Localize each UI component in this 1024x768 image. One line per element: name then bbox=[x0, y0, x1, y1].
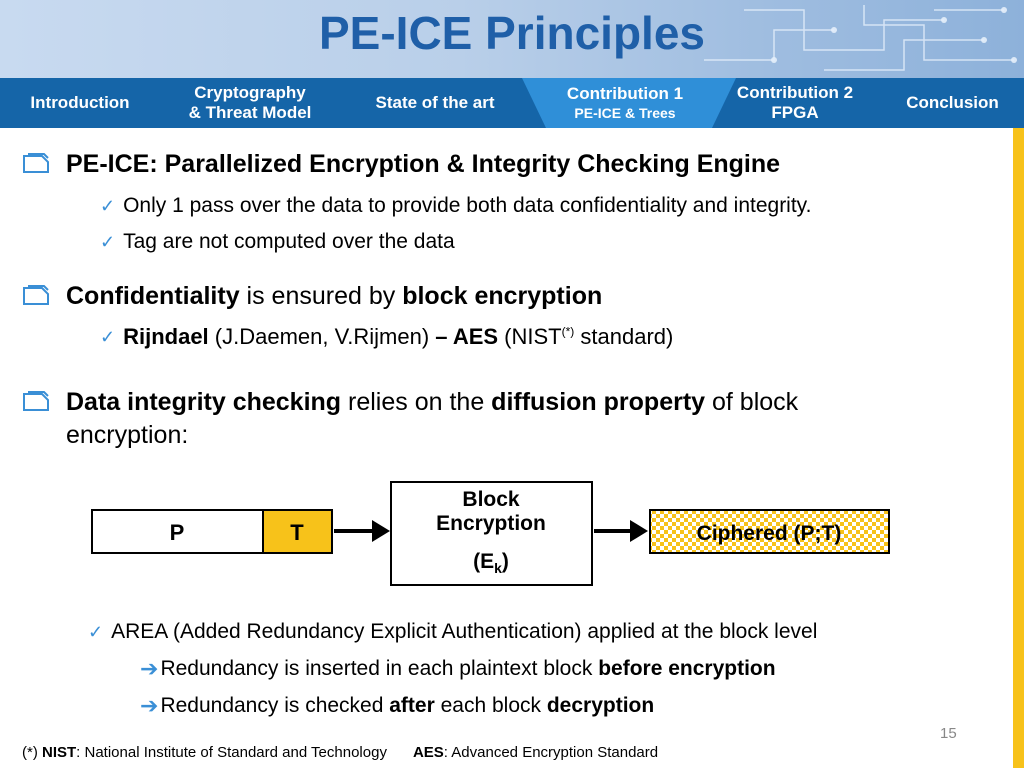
accent-bar bbox=[1013, 128, 1024, 768]
tab-conclusion[interactable]: Conclusion bbox=[906, 93, 999, 112]
plaintext-label: P bbox=[170, 520, 185, 545]
block-encryption-line1: Block bbox=[462, 488, 520, 511]
ciphered-box bbox=[649, 509, 890, 554]
circuit-decoration bbox=[704, 5, 1017, 71]
ciphered-label: Ciphered (P;T) bbox=[697, 522, 842, 545]
tab-contribution-2[interactable]: Contribution 2 FPGA bbox=[736, 83, 854, 122]
arrow-right-icon bbox=[630, 520, 648, 542]
encryption-diagram: P T Block Encryption (Ek) Ciphered (P;T) bbox=[91, 481, 890, 586]
bullet-confidentiality: Confidentiality is ensured by block encr… bbox=[22, 280, 602, 313]
sub-bullet-pass: ✓ Only 1 pass over the data to provide b… bbox=[100, 194, 812, 217]
svg-text:(Ek): (Ek) bbox=[473, 550, 509, 576]
check-icon: ✓ bbox=[88, 621, 104, 642]
tab-state-of-the-art[interactable]: State of the art bbox=[375, 93, 495, 112]
ek-subscript: k bbox=[494, 560, 502, 576]
check-icon: ✓ bbox=[100, 231, 116, 252]
sub-bullet-tag: ✓ Tag are not computed over the data bbox=[100, 230, 455, 253]
bullet-box-icon bbox=[23, 285, 49, 305]
bullet-peice: PE-ICE: Parallelized Encryption & Integr… bbox=[22, 148, 780, 181]
sub-bullet-redundancy-checked: ➔ Redundancy is checked after each block… bbox=[140, 693, 655, 718]
active-tab-background bbox=[522, 78, 736, 128]
tab-cryptography[interactable]: Cryptography & Threat Model bbox=[188, 83, 312, 122]
footnote: (*) NIST: National Institute of Standard… bbox=[22, 744, 659, 761]
ek-close: ) bbox=[502, 550, 509, 573]
sub-bullet-redundancy-inserted: ➔ Redundancy is inserted in each plainte… bbox=[140, 656, 776, 681]
page-number: 15 bbox=[940, 725, 957, 742]
arrow-right-icon bbox=[372, 520, 390, 542]
check-icon: ✓ bbox=[100, 195, 116, 216]
tag-label: T bbox=[290, 520, 304, 545]
slide-header: PE-ICE Principles bbox=[0, 0, 1024, 78]
sub-bullet-rijndael: ✓ Rijndael (J.Daemen, V.Rijmen) – AES (N… bbox=[100, 324, 674, 349]
bullet-box-icon bbox=[23, 391, 49, 411]
check-icon: ✓ bbox=[100, 326, 116, 347]
bullet-box-icon bbox=[23, 153, 49, 173]
block-encryption-box bbox=[390, 481, 593, 586]
tab-introduction[interactable]: Introduction bbox=[30, 93, 130, 112]
arrow-right-icon: ➔ bbox=[140, 656, 159, 681]
arrow-right-icon: ➔ bbox=[140, 693, 159, 718]
tag-box bbox=[262, 509, 333, 554]
section-nav bbox=[0, 78, 1024, 128]
block-encryption-line2: Encryption bbox=[436, 512, 546, 535]
ek-label: (E bbox=[473, 550, 494, 573]
page-title: PE-ICE Principles bbox=[318, 7, 705, 59]
tab-contribution-1[interactable]: Contribution 1 PE-ICE & Trees bbox=[566, 84, 684, 121]
bullet-integrity: Data integrity checking relies on the di… bbox=[22, 386, 1006, 452]
sub-bullet-area: ✓ AREA (Added Redundancy Explicit Authen… bbox=[88, 620, 818, 643]
